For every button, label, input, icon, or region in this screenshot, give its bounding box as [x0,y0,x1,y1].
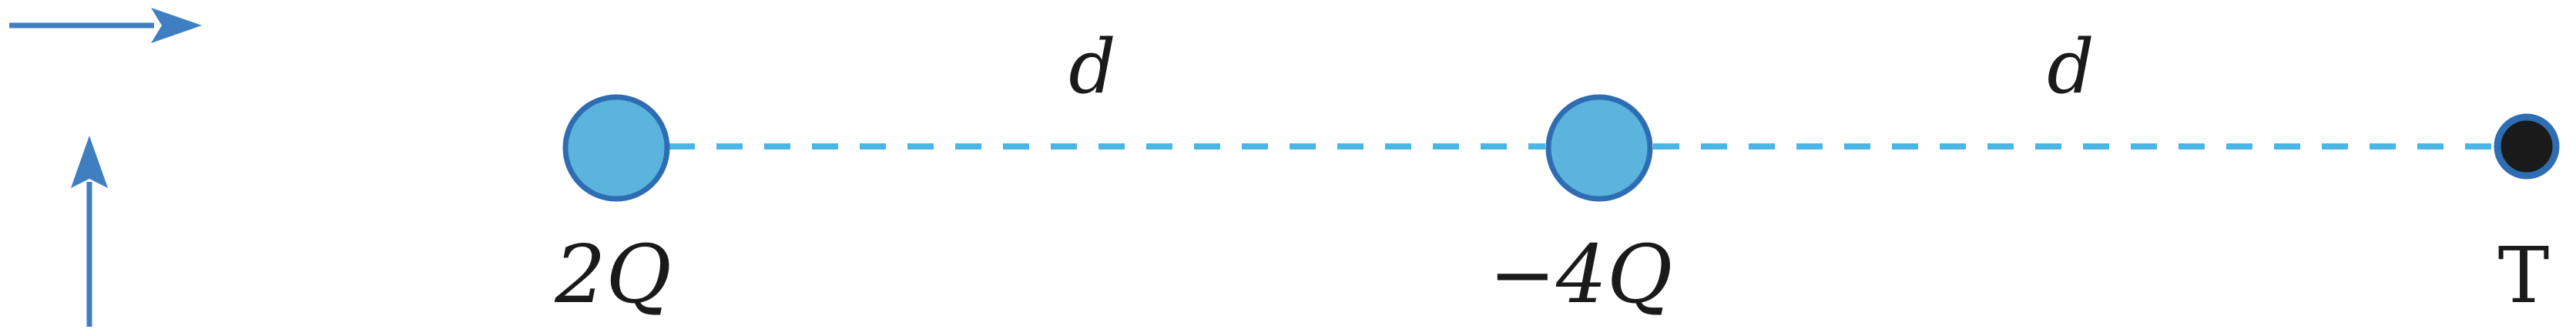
test-point-t [2494,113,2560,180]
charge-label-2q: 2Q [554,227,671,321]
charge-2q [562,94,670,202]
test-point-label: T [2498,230,2550,321]
x-axis-arrow-icon [9,8,202,43]
separation-label-1: d [1068,24,1115,110]
charge-minus-4q [1545,94,1653,202]
y-axis-arrow-icon [71,136,108,327]
charge-label-minus-4q: −4Q [1489,227,1673,321]
separation-label-2: d [2047,24,2094,110]
